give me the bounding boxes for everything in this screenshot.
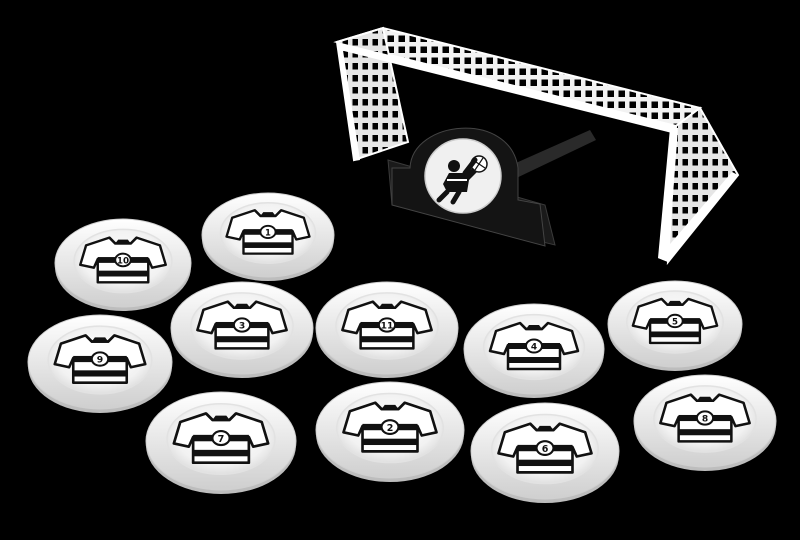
player-disc: 11: [315, 281, 459, 378]
player-disc: 4: [463, 303, 605, 398]
player-disc: 9: [27, 314, 173, 413]
player-disc: 3: [170, 281, 314, 378]
jersey-icon: 5: [631, 297, 719, 345]
player-number-label: 8: [702, 415, 708, 425]
player-number-label: 5: [672, 317, 678, 327]
player-disc: 6: [470, 402, 620, 503]
jersey-icon: 1: [225, 209, 311, 255]
player-disc: 7: [145, 391, 297, 494]
goal-net-icon: [333, 26, 740, 266]
player-number-label: 2: [387, 423, 394, 434]
jersey-icon: 3: [196, 300, 288, 350]
player-number-label: 10: [117, 256, 129, 266]
player-number-label: 6: [542, 444, 549, 455]
player-disc: 2: [315, 381, 465, 482]
jersey-icon: 8: [659, 393, 751, 443]
player-number-label: 4: [531, 343, 537, 353]
goalkeeper-stand: [387, 127, 596, 247]
player-number-label: 3: [239, 322, 245, 332]
jersey-icon: 6: [497, 422, 593, 474]
player-number-label: 1: [265, 227, 271, 237]
jersey-icon: 2: [342, 401, 438, 453]
jersey-icon: 4: [488, 321, 580, 371]
goalkeeper-icon: [436, 155, 488, 205]
player-discs: 10 1 3 11 4 5 9 7 2 6 8: [27, 192, 777, 503]
player-number-label: 11: [381, 322, 394, 332]
player-disc: 5: [607, 280, 743, 371]
player-number-label: 9: [97, 355, 103, 366]
player-disc: 1: [201, 192, 335, 281]
jersey-icon: 7: [172, 412, 270, 465]
player-disc: 8: [633, 374, 777, 471]
player-disc: 10: [54, 218, 192, 311]
player-number-label: 7: [218, 434, 225, 445]
jersey-icon: 9: [53, 334, 147, 384]
jersey-icon: 11: [341, 300, 433, 350]
jersey-icon: 10: [79, 236, 167, 284]
